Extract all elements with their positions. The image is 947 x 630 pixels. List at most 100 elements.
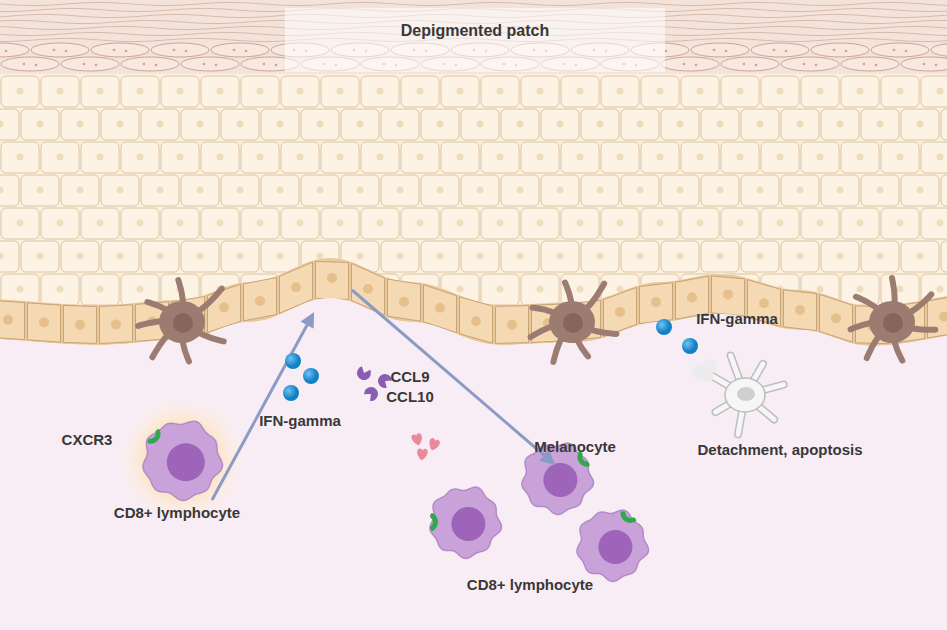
spinous-cell bbox=[201, 142, 239, 173]
spinous-cell bbox=[621, 241, 659, 272]
spinous-cell bbox=[661, 241, 699, 272]
basal-cell bbox=[244, 278, 277, 321]
spinous-cell bbox=[801, 208, 839, 239]
molecule-label: CCL10 bbox=[386, 388, 434, 406]
cell-nucleus bbox=[377, 154, 384, 161]
cell-nucleus bbox=[477, 187, 484, 194]
cell-nucleus bbox=[157, 121, 164, 128]
basal-cell bbox=[388, 279, 421, 321]
cell-nucleus bbox=[57, 220, 64, 227]
cell-nucleus bbox=[477, 121, 484, 128]
granule bbox=[785, 50, 788, 53]
cell-nucleus bbox=[363, 284, 373, 294]
spinous-cell bbox=[701, 109, 739, 140]
cell-nucleus bbox=[117, 121, 124, 128]
spinous-cell bbox=[901, 175, 939, 206]
spinous-cell bbox=[321, 208, 359, 239]
spinous-cell bbox=[621, 109, 659, 140]
spinous-cell bbox=[381, 109, 419, 140]
cell-nucleus bbox=[117, 187, 124, 194]
cell-nucleus bbox=[97, 88, 104, 95]
cell-nucleus bbox=[837, 121, 844, 128]
spinous-cell bbox=[341, 175, 379, 206]
cell-nucleus bbox=[177, 220, 184, 227]
cell-nucleus bbox=[837, 253, 844, 260]
cell-nucleus bbox=[797, 187, 804, 194]
cell-nucleus bbox=[723, 289, 733, 299]
cell-nucleus bbox=[317, 121, 324, 128]
granule bbox=[725, 50, 728, 53]
cell-nucleus bbox=[197, 187, 204, 194]
spinous-cell bbox=[921, 142, 947, 173]
cell-nucleus bbox=[759, 298, 769, 308]
spinous-cell bbox=[0, 175, 19, 206]
cell-nucleus bbox=[197, 121, 204, 128]
melanocyte bbox=[138, 280, 224, 361]
cell-nucleus bbox=[317, 187, 324, 194]
cell-nucleus bbox=[597, 121, 604, 128]
cell-nucleus bbox=[615, 307, 625, 317]
cell-nucleus bbox=[277, 121, 284, 128]
cell-nucleus bbox=[357, 253, 364, 260]
melanocyte-nucleus bbox=[737, 387, 755, 401]
granule bbox=[173, 49, 176, 52]
ccl10-molecule bbox=[411, 433, 424, 447]
cell-nucleus bbox=[217, 154, 224, 161]
cell-nucleus bbox=[557, 121, 564, 128]
cxcr3-receptor bbox=[430, 513, 438, 530]
molecule-label: IFN-gamma bbox=[696, 310, 778, 328]
cell-nucleus bbox=[537, 154, 544, 161]
spinous-cell bbox=[81, 274, 119, 305]
cell-nucleus bbox=[277, 187, 284, 194]
cell-nucleus bbox=[0, 121, 4, 128]
cell-nucleus bbox=[577, 220, 584, 227]
granule bbox=[923, 63, 926, 66]
corneum-layer bbox=[0, 2, 947, 5]
spinous-cell bbox=[161, 142, 199, 173]
cell-nucleus bbox=[497, 286, 504, 293]
cell-nucleus bbox=[537, 88, 544, 95]
ifn-gamma-molecule bbox=[656, 319, 672, 335]
spinous-cell bbox=[861, 241, 899, 272]
granular-cell bbox=[61, 57, 119, 71]
granular-cell bbox=[151, 43, 209, 57]
lymphocyte-nucleus bbox=[598, 530, 632, 564]
granule bbox=[755, 64, 758, 67]
detached-melanocyte bbox=[702, 356, 784, 435]
spinous-cell bbox=[921, 76, 947, 107]
cell-nucleus bbox=[337, 220, 344, 227]
granular-cell bbox=[871, 43, 929, 57]
spinous-cell bbox=[101, 175, 139, 206]
granule bbox=[665, 50, 668, 53]
spinous-cell bbox=[401, 142, 439, 173]
cell-nucleus bbox=[37, 187, 44, 194]
spinous-cell bbox=[81, 208, 119, 239]
spinous-cell bbox=[521, 142, 559, 173]
cell-nucleus bbox=[757, 253, 764, 260]
granule bbox=[125, 50, 128, 53]
spinous-cell bbox=[21, 241, 59, 272]
cell-nucleus bbox=[817, 286, 824, 293]
receptor-label: CXCR3 bbox=[62, 431, 113, 449]
melanocyte-cell: Melanocyte bbox=[510, 280, 640, 460]
granule bbox=[743, 63, 746, 66]
cell-nucleus bbox=[477, 253, 484, 260]
cell-nucleus bbox=[17, 154, 24, 161]
granular-cell bbox=[751, 43, 809, 57]
cell-nucleus bbox=[117, 253, 124, 260]
cell-nucleus bbox=[357, 187, 364, 194]
spinous-cell bbox=[741, 109, 779, 140]
ccl10-molecule bbox=[416, 448, 428, 461]
granule bbox=[683, 63, 686, 66]
cell-nucleus bbox=[357, 121, 364, 128]
lymphocyte-body bbox=[430, 487, 502, 558]
spinous-cell bbox=[801, 142, 839, 173]
cell-nucleus bbox=[657, 154, 664, 161]
spinous-cell bbox=[761, 142, 799, 173]
molecule-label: CCL9 bbox=[390, 368, 429, 386]
spinous-cell bbox=[581, 175, 619, 206]
cell-nucleus bbox=[327, 273, 337, 283]
cell-nucleus bbox=[57, 154, 64, 161]
cell-nucleus bbox=[517, 253, 524, 260]
granule bbox=[185, 50, 188, 53]
